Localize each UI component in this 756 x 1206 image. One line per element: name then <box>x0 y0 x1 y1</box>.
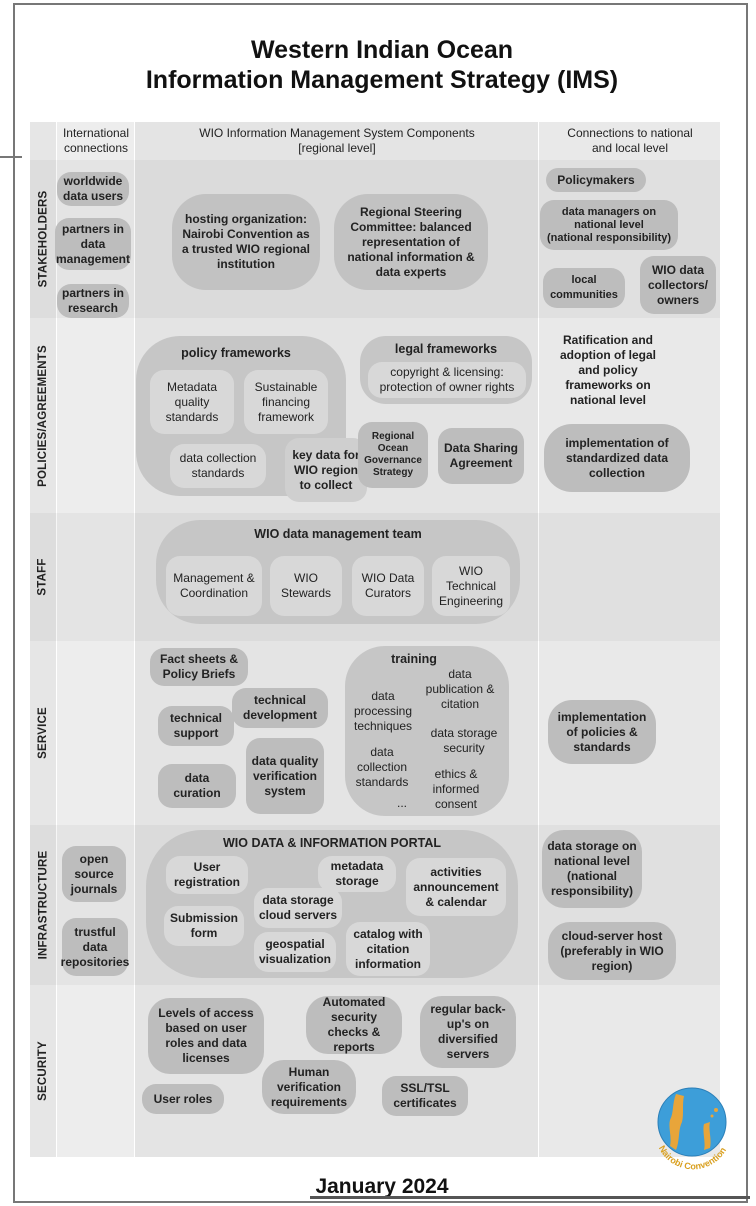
data-collection-standards-training: data collection standards <box>355 744 409 789</box>
worldwide-data-users: worldwide data users <box>57 172 129 206</box>
wio-data-collectors: WIO data collectors/ owners <box>640 256 716 314</box>
user-registration: User registration <box>166 856 248 894</box>
submission-form: Submission form <box>164 906 244 946</box>
cloud-server-host: cloud-server host (preferably in WIO reg… <box>548 922 676 980</box>
wio-data-curators: WIO Data Curators <box>352 556 424 616</box>
training-label: training <box>391 652 437 666</box>
implementation-policies-standards: implementation of policies & standards <box>548 700 656 764</box>
wio-technical-engineering: WIO Technical Engineering <box>432 556 510 616</box>
data-managers-national: data managers on national level (nationa… <box>540 200 678 250</box>
footer-date: January 2024 <box>315 1175 449 1198</box>
catalog-citation: catalog with citation information <box>346 922 430 976</box>
row-label-column <box>30 122 56 1157</box>
data-managers-label: data managers on national level <box>561 205 657 231</box>
row-label-staff: STAFF <box>37 558 50 596</box>
partners-data-management: partners in data management <box>55 218 131 270</box>
geospatial-visualization: geospatial visualization <box>254 932 336 972</box>
edge-line <box>0 156 22 158</box>
nairobi-convention-logo: Nairobi Convention <box>657 1087 728 1171</box>
title-line-1: Western Indian Ocean <box>250 36 514 64</box>
trustful-data-repositories: trustful data repositories <box>61 918 129 976</box>
regional-ocean-governance: Regional Ocean Governance Strategy <box>358 422 428 488</box>
management-coordination: Management & Coordination <box>166 556 262 616</box>
header-connections: Connections to national and local level <box>567 126 693 155</box>
hosting-organization: hosting organization: Nairobi Convention… <box>172 194 320 290</box>
policy-frameworks-label: policy frameworks <box>181 346 291 360</box>
components-column <box>135 122 538 1157</box>
metadata-storage: metadata storage <box>318 856 396 892</box>
user-roles: User roles <box>142 1084 224 1114</box>
legal-frameworks-label: legal frameworks <box>394 342 498 356</box>
data-managers-sub: (national responsibility) <box>546 231 672 244</box>
data-storage-national: data storage on national level (national… <box>542 830 642 908</box>
row-label-infrastructure: INFRASTRUCTURE <box>37 850 50 960</box>
data-curation: data curation <box>158 764 236 808</box>
key-data-to-collect: key data for WIO region to collect <box>285 438 367 502</box>
data-collection-standards: data collection standards <box>170 444 266 488</box>
wio-stewards: WIO Stewards <box>270 556 342 616</box>
row-label-policies: POLICIES/AGREEMENTS <box>37 345 50 487</box>
levels-of-access: Levels of access based on user roles and… <box>148 998 264 1074</box>
data-management-team-label: WIO data management team <box>254 527 422 541</box>
copyright-licensing: copyright & licensing: protection of own… <box>368 362 526 398</box>
header-components-title: WIO Information Management System Compon… <box>199 126 475 140</box>
header-components: WIO Information Management System Compon… <box>136 126 538 156</box>
sustainable-financing: Sustainable financing framework <box>244 370 328 434</box>
metadata-quality-standards: Metadata quality standards <box>150 370 234 434</box>
open-source-journals: open source journals <box>62 846 126 902</box>
data-quality-verification: data quality verification system <box>246 738 324 814</box>
data-sharing-agreement: Data Sharing Agreement <box>438 428 524 484</box>
partners-research: partners in research <box>57 284 129 318</box>
policymakers: Policymakers <box>546 168 646 192</box>
more-ellipsis: ... <box>396 795 407 810</box>
data-processing-techniques: data processing techniques <box>353 688 413 733</box>
ratification-adoption: Ratification and adoption of legal and p… <box>560 332 656 407</box>
fact-sheets-policy-briefs: Fact sheets & Policy Briefs <box>150 648 248 686</box>
row-label-stakeholders: STAKEHOLDERS <box>37 190 49 288</box>
data-publication-citation: data publication & citation <box>425 666 495 711</box>
title-line-2: Information Management Strategy (IMS) <box>145 66 619 94</box>
data-portal-label: WIO DATA & INFORMATION PORTAL <box>222 836 442 850</box>
row-label-service: SERVICE <box>37 707 49 759</box>
row-label-security: SECURITY <box>37 1041 49 1101</box>
local-communities: local communities <box>543 268 625 308</box>
activities-announcement: activities announcement & calendar <box>406 858 506 916</box>
steering-committee: Regional Steering Committee: balanced re… <box>334 194 488 290</box>
technical-development: technical development <box>232 688 328 728</box>
training-group <box>345 646 509 816</box>
implementation-standardized: implementation of standardized data coll… <box>544 424 690 492</box>
ssl-tsl-certificates: SSL/TSL certificates <box>382 1076 468 1116</box>
human-verification: Human verification requirements <box>262 1060 356 1114</box>
automated-security-checks: Automated security checks & reports <box>306 995 402 1054</box>
footer-line <box>310 1196 750 1199</box>
data-storage-cloud: data storage cloud servers <box>254 888 342 928</box>
header-international: International connections <box>62 126 130 155</box>
technical-support: technical support <box>158 706 234 746</box>
regular-backups: regular back-up's on diversified servers <box>420 996 516 1068</box>
header-components-sub: [regional level] <box>298 141 376 155</box>
ethics-informed-consent: ethics & informed consent <box>432 766 480 811</box>
data-storage-security: data storage security <box>430 726 498 755</box>
